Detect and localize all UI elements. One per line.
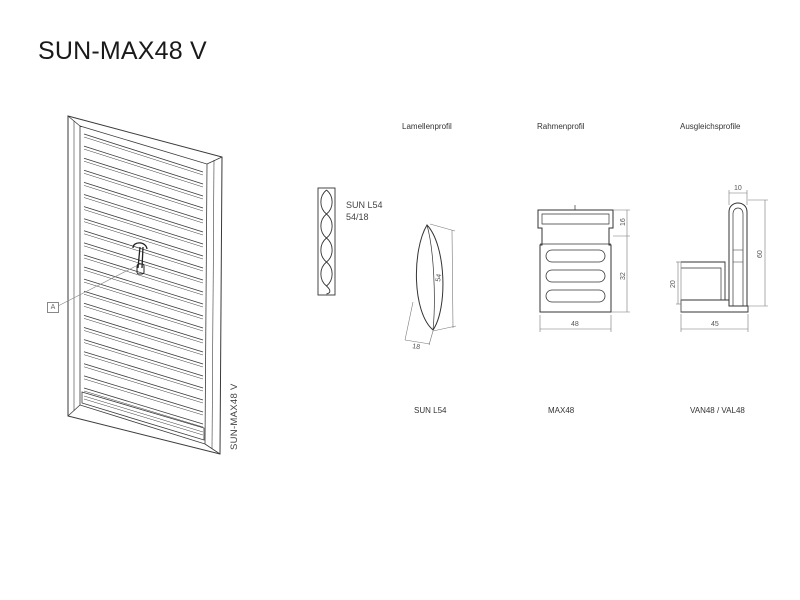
shutter-slat [83,318,204,356]
dim-comp-top: 10 [734,185,742,192]
frame-profile [537,205,630,332]
callout-marker: A [47,302,59,313]
slat-profile [404,223,457,346]
vertical-label: SUN-MAX48 V [229,383,240,450]
shutter-slat [83,366,204,404]
shutter-slat [83,233,204,272]
shutter-slat [83,390,204,428]
shutter-slat [83,136,204,176]
shutter-slat [83,306,204,344]
shutter-handle [132,242,148,275]
shutter-slat [83,133,204,173]
heading-ausgleichsprofile: Ausgleichsprofile [680,122,741,131]
shutter-slat [83,302,204,341]
shutter-slat [83,278,204,317]
dim-frame-body: 32 [620,272,627,280]
shutter-slat [83,387,204,425]
dim-frame-width: 48 [571,321,579,328]
shutter-slats [83,133,204,428]
shutter-slat [83,354,204,392]
shutter-slat [83,375,204,413]
shutter-slat [83,160,204,200]
shutter-slat [83,330,204,368]
shutter-slat [83,185,204,224]
shutter-slat [83,145,204,185]
dim-comp-step: 20 [670,280,677,288]
shutter-slat [83,182,204,221]
shutter-slat [83,290,204,329]
shutter-slat [83,363,204,401]
shutter-slat [83,281,204,320]
shutter-slat [83,293,204,332]
shutter-slat [83,209,204,248]
shutter-slat [83,148,204,188]
caption-van48-val48: VAN48 / VAL48 [690,406,745,415]
shutter-slat [83,169,204,209]
dim-comp-width: 45 [711,321,719,328]
shutter-slat [83,197,204,236]
heading-rahmenprofil: Rahmenprofil [537,122,585,131]
heading-lamellenprofil: Lamellenprofil [402,122,452,131]
shutter-slat [83,218,204,257]
dim-slat-depth: 18 [412,343,421,351]
caption-max48: MAX48 [548,406,575,415]
shutter-slat [83,378,204,416]
compensation-profile [676,190,768,332]
page-title: SUN-MAX48 V [38,37,207,65]
slat-label-size: 54/18 [346,212,369,222]
shutter-slat [83,242,204,281]
dim-comp-height: 60 [757,250,764,258]
slat-label-name: SUN L54 [346,200,383,210]
shutter-slat [83,157,204,197]
shutter-slat [83,351,204,389]
slat-stack-symbol [317,187,336,296]
shutter-slat [83,221,204,260]
dim-slat-height: 54 [435,273,443,282]
shutter-bottom-rail [81,391,205,441]
shutter-slat [83,269,204,308]
shutter-slat [83,315,204,353]
shutter-slat [83,257,204,296]
shutter-slat [83,206,204,245]
shutter-slat [83,342,204,380]
dim-frame-top: 16 [620,218,627,226]
shutter-slat [83,173,204,212]
shutter-slat [83,194,204,233]
shutter-slat [83,266,204,305]
shutter-slat [83,339,204,377]
caption-sun-l54: SUN L54 [414,406,447,415]
shutter-frame-outer [67,115,223,455]
shutter-slat [83,327,204,365]
